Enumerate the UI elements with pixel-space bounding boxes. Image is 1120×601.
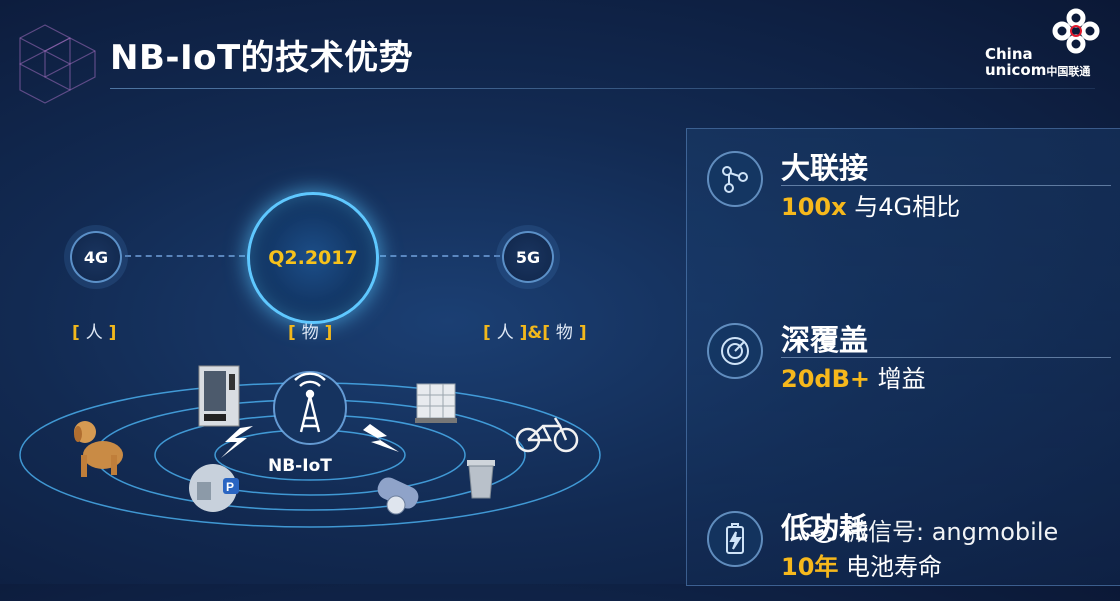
battery-icon: [707, 511, 763, 567]
china-unicom-logo: China unicom中国联通: [985, 8, 1110, 88]
title-divider: [110, 88, 1095, 89]
water-meter-icon: [377, 477, 419, 515]
network-nodes-icon: [707, 151, 763, 207]
signal-tower-icon: [294, 372, 326, 433]
dog-icon: [74, 421, 123, 477]
lightning-icon: [363, 424, 399, 452]
logo-text: China unicom中国联通: [985, 46, 1090, 80]
feature-title: 大联接: [781, 151, 869, 185]
feature-massive-connection: 大联接 100x 与4G相比: [707, 151, 1111, 241]
feature-title: 低功耗: [781, 511, 869, 545]
orbit-rings: P: [19, 365, 601, 528]
timeline-connector: [380, 255, 500, 257]
feature-description: 20dB+ 增益: [781, 365, 926, 393]
logo-line-cn: 中国联通: [1046, 65, 1091, 78]
trash-can-icon: [467, 460, 495, 499]
hexagon-decoration: [19, 24, 96, 104]
network-evolution-timeline: 4G Q2.2017 5G [ 人 ] [ 物 ] [ 人 ]&[ 物 ]: [60, 170, 620, 350]
caption-4g: [ 人 ]: [72, 323, 117, 343]
bicycle-icon: [515, 417, 579, 453]
svg-text:P: P: [226, 480, 234, 494]
timeline-connector: [125, 255, 245, 257]
vending-machine-icon: [198, 365, 240, 427]
node-4g: 4G: [70, 231, 122, 283]
features-panel: 大联接 100x 与4G相比 深覆盖 20dB+ 增益 低功耗 10年 电池寿命: [686, 128, 1120, 586]
feature-low-power: 低功耗 10年 电池寿命: [707, 511, 1107, 601]
watermark-text: 微信号: angmobile: [844, 518, 1059, 546]
wechat-icon: [801, 516, 835, 543]
radar-icon: [707, 323, 763, 379]
logo-line-unicom: unicom: [985, 61, 1047, 79]
nbiot-device-scene: P NB-IoT: [15, 360, 655, 584]
feature-title: 深覆盖: [781, 323, 869, 357]
parking-meter-icon: P: [189, 464, 239, 512]
unicom-knot-icon: [1052, 8, 1100, 54]
nbiot-label: NB-IoT: [268, 456, 332, 476]
lightning-icon: [221, 426, 253, 458]
feature-divider: [781, 357, 1111, 358]
caption-5g: [ 人 ]&[ 物 ]: [483, 323, 587, 343]
ibc-tank-icon: [415, 383, 457, 423]
feature-description: 100x 与4G相比: [781, 193, 961, 221]
feature-deep-coverage: 深覆盖 20dB+ 增益: [707, 323, 1111, 413]
wechat-watermark: 微信号: angmobile: [800, 512, 1058, 547]
page-title: NB-IoT的技术优势: [110, 38, 414, 78]
feature-divider: [781, 185, 1111, 186]
node-q2-2017: Q2.2017: [247, 192, 379, 324]
feature-description: 10年 电池寿命: [781, 553, 943, 581]
node-5g: 5G: [502, 231, 554, 283]
logo-line-china: China: [985, 45, 1033, 63]
caption-q2-2017: [ 物 ]: [288, 323, 333, 343]
